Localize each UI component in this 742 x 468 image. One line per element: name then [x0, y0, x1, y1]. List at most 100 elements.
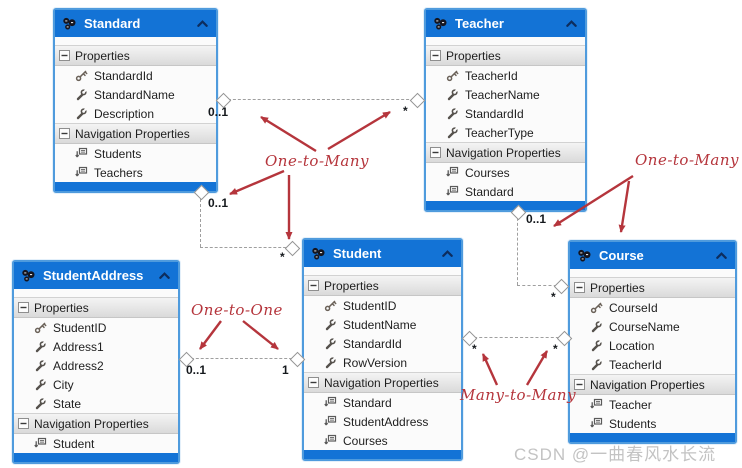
section-properties[interactable]: Properties: [570, 277, 735, 298]
multiplicity-label: 0..1: [208, 105, 229, 119]
section-properties[interactable]: Properties: [14, 297, 178, 318]
navigation-row[interactable]: Student: [14, 434, 178, 453]
collapse-minus-icon[interactable]: [18, 418, 29, 429]
section-navigation-properties[interactable]: Navigation Properties: [55, 123, 216, 144]
section-navigation-properties[interactable]: Navigation Properties: [570, 374, 735, 395]
spacer: [426, 37, 585, 45]
collapse-chevron-icon[interactable]: [441, 249, 454, 258]
navigation-icon: [75, 147, 88, 160]
navigation-label: Student: [53, 436, 95, 451]
connector-studentaddress-student[interactable]: [186, 358, 297, 359]
navigation-row[interactable]: StudentAddress: [304, 412, 461, 431]
navigation-icon: [446, 185, 459, 198]
property-row[interactable]: CourseId: [570, 298, 735, 317]
property-row[interactable]: StudentName: [304, 315, 461, 334]
annotation-one-to-many-center: One-to-Many: [265, 152, 369, 170]
property-row[interactable]: StandardId: [55, 66, 216, 85]
entity-header[interactable]: Course: [570, 242, 735, 269]
collapse-minus-icon[interactable]: [59, 128, 70, 139]
navigation-row[interactable]: Courses: [426, 163, 585, 182]
collapse-minus-icon[interactable]: [430, 147, 441, 158]
collapse-chevron-icon[interactable]: [715, 251, 728, 260]
property-row[interactable]: Location: [570, 336, 735, 355]
property-row[interactable]: StandardId: [426, 104, 585, 123]
wrench-icon: [446, 88, 459, 101]
navigation-row[interactable]: Teachers: [55, 163, 216, 182]
property-row[interactable]: Address2: [14, 356, 178, 375]
property-row[interactable]: StudentID: [304, 296, 461, 315]
property-label: TeacherId: [465, 68, 518, 83]
navigation-row[interactable]: Courses: [304, 431, 461, 450]
key-icon: [446, 69, 459, 82]
property-row[interactable]: TeacherId: [570, 355, 735, 374]
collapse-chevron-icon[interactable]: [158, 271, 171, 280]
collapse-chevron-icon[interactable]: [565, 19, 578, 28]
section-properties[interactable]: Properties: [55, 45, 216, 66]
section-navigation-properties[interactable]: Navigation Properties: [14, 413, 178, 434]
property-row[interactable]: RowVersion: [304, 353, 461, 372]
connector-teacher-course[interactable]: [517, 213, 518, 285]
entity-footer: [426, 201, 585, 210]
navigation-row[interactable]: Students: [55, 144, 216, 163]
property-row[interactable]: StandardId: [304, 334, 461, 353]
entity-header[interactable]: Teacher: [426, 10, 585, 37]
collapse-minus-icon[interactable]: [430, 50, 441, 61]
navigation-row[interactable]: Teacher: [570, 395, 735, 414]
entity-type-icon: [311, 246, 326, 261]
entity-header[interactable]: Student: [304, 240, 461, 267]
entity-footer: [14, 453, 178, 462]
multiplicity-label: *: [551, 290, 556, 304]
collapse-minus-icon[interactable]: [18, 302, 29, 313]
collapse-chevron-icon[interactable]: [196, 19, 209, 28]
entity-studentaddress[interactable]: StudentAddress Properties StudentID Addr…: [12, 260, 180, 464]
connector-standard-student[interactable]: [200, 247, 291, 248]
navigation-row[interactable]: Standard: [426, 182, 585, 201]
property-row[interactable]: TeacherName: [426, 85, 585, 104]
entity-header[interactable]: Standard: [55, 10, 216, 37]
property-row[interactable]: TeacherId: [426, 66, 585, 85]
navigation-label: Courses: [343, 433, 388, 448]
property-row[interactable]: StandardName: [55, 85, 216, 104]
collapse-minus-icon[interactable]: [308, 280, 319, 291]
section-properties[interactable]: Properties: [426, 45, 585, 66]
section-properties[interactable]: Properties: [304, 275, 461, 296]
navigation-row[interactable]: Standard: [304, 393, 461, 412]
navigation-row[interactable]: Students: [570, 414, 735, 433]
key-icon: [590, 301, 603, 314]
section-navigation-properties[interactable]: Navigation Properties: [426, 142, 585, 163]
entity-student[interactable]: Student Properties StudentID StudentName…: [302, 238, 463, 461]
navigation-label: Standard: [343, 395, 392, 410]
section-navigation-properties[interactable]: Navigation Properties: [304, 372, 461, 393]
property-row[interactable]: CourseName: [570, 317, 735, 336]
property-label: City: [53, 377, 74, 392]
property-row[interactable]: State: [14, 394, 178, 413]
section-label: Navigation Properties: [34, 416, 149, 431]
entity-header[interactable]: StudentAddress: [14, 262, 178, 289]
property-row[interactable]: StudentID: [14, 318, 178, 337]
connector-student-course[interactable]: [469, 337, 564, 338]
entity-course[interactable]: Course Properties CourseId CourseName Lo…: [568, 240, 737, 444]
property-label: TeacherType: [465, 125, 534, 140]
section-label: Navigation Properties: [446, 145, 561, 160]
entity-teacher[interactable]: Teacher Properties TeacherId TeacherName…: [424, 8, 587, 212]
property-row[interactable]: City: [14, 375, 178, 394]
multiplicity-label: 0..1: [526, 212, 547, 226]
property-row[interactable]: TeacherType: [426, 123, 585, 142]
wrench-icon: [34, 359, 47, 372]
connector-standard-student[interactable]: [200, 194, 201, 247]
connector-standard-teacher[interactable]: [223, 99, 419, 100]
key-icon: [75, 69, 88, 82]
entity-standard[interactable]: Standard Properties StandardId StandardN…: [53, 8, 218, 193]
multiplicity-label: *: [472, 342, 477, 356]
collapse-minus-icon[interactable]: [308, 377, 319, 388]
collapse-minus-icon[interactable]: [59, 50, 70, 61]
wrench-icon: [324, 337, 337, 350]
property-row[interactable]: Address1: [14, 337, 178, 356]
wrench-icon: [75, 107, 88, 120]
collapse-minus-icon[interactable]: [574, 282, 585, 293]
property-row[interactable]: Description: [55, 104, 216, 123]
association-diamond: [409, 92, 426, 109]
entity-footer: [55, 182, 216, 191]
navigation-label: Standard: [465, 184, 514, 199]
connector-teacher-course[interactable]: [517, 285, 562, 286]
